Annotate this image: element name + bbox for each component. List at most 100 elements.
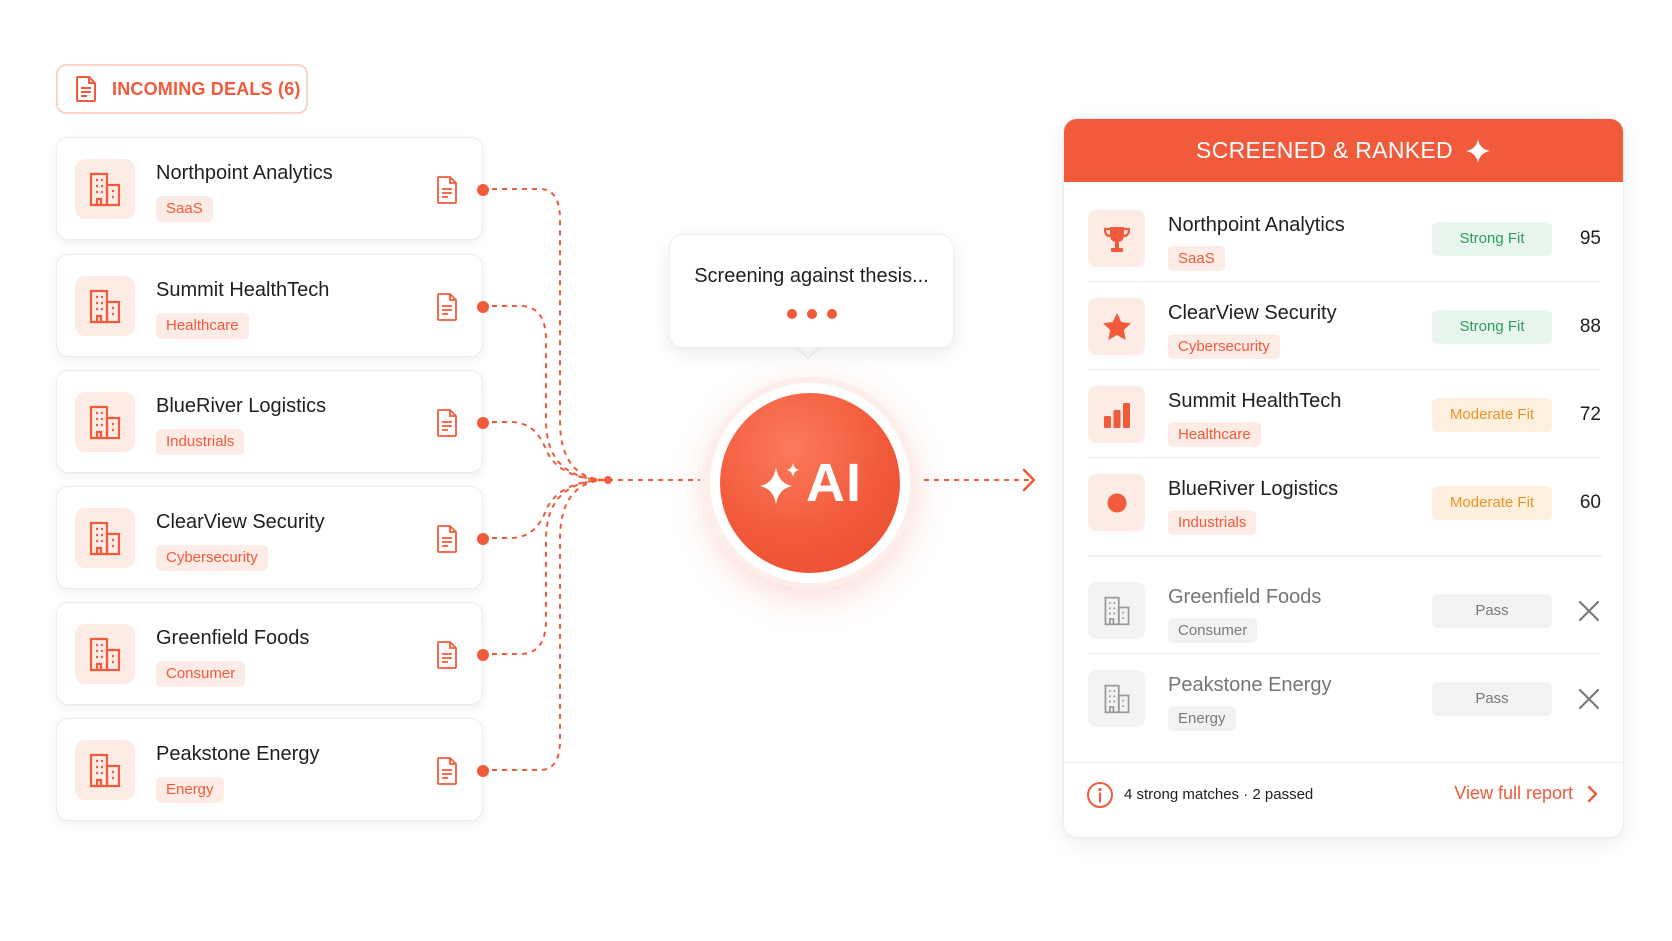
deal-name: Northpoint Analytics: [156, 162, 333, 184]
sector-tag: Cybersecurity: [156, 545, 268, 571]
company-name: BlueRiver Logistics: [1168, 478, 1339, 500]
connector-6: [482, 479, 609, 771]
view-full-report-link[interactable]: View full report: [1454, 783, 1599, 804]
company-name: Northpoint Analytics: [1168, 214, 1345, 236]
status-text: Screening against thesis...: [694, 265, 929, 287]
fit-score: 88: [1579, 316, 1601, 337]
building-icon: [1088, 670, 1145, 727]
document-icon: [437, 641, 457, 669]
arrow-head-icon: [1022, 468, 1036, 492]
sparkle-icon: [760, 463, 799, 505]
passed-row-greenfield[interactable]: Greenfield Foods Consumer Pass: [1088, 566, 1601, 654]
document-icon: [437, 525, 457, 553]
fit-score: 72: [1579, 404, 1601, 425]
deal-name: Summit HealthTech: [156, 279, 330, 301]
close-icon[interactable]: [1577, 599, 1601, 623]
deal-card-peakstone[interactable]: Peakstone Energy Energy: [56, 718, 489, 821]
ai-engine: AI: [720, 393, 900, 573]
building-icon: [75, 508, 135, 568]
deal-card-summit[interactable]: Summit HealthTech Healthcare: [56, 254, 489, 357]
sector-tag: SaaS: [156, 196, 213, 222]
connector-4: [482, 479, 609, 539]
sector-tag: SaaS: [1168, 246, 1225, 271]
connector-5: [482, 479, 609, 655]
panel-header: SCREENED & RANKED: [1064, 119, 1623, 182]
sector-tag: Energy: [156, 777, 224, 803]
loading-dots-icon: [670, 309, 953, 319]
company-name: ClearView Security: [1168, 302, 1337, 324]
ai-label: AI: [806, 453, 862, 513]
document-icon: [76, 76, 96, 102]
trophy-icon: [1088, 210, 1145, 267]
connector-3: [482, 421, 609, 481]
section-divider: [1088, 555, 1601, 557]
fit-score: 60: [1579, 492, 1601, 513]
sector-tag: Industrials: [156, 429, 245, 455]
incoming-deals-header: INCOMING DEALS (6): [56, 64, 308, 114]
connector-1: [482, 188, 609, 481]
sector-tag: Healthcare: [156, 313, 249, 339]
deal-name: ClearView Security: [156, 511, 325, 533]
chevron-right-icon: [1587, 785, 1598, 802]
fit-badge: Moderate Fit: [1432, 486, 1552, 520]
info-icon: [1087, 782, 1113, 808]
passed-row-peakstone[interactable]: Peakstone Energy Energy Pass: [1088, 654, 1601, 742]
screening-summary: 4 strong matches · 2 passed: [1124, 786, 1314, 803]
document-icon: [437, 176, 457, 204]
sector-tag: Energy: [1168, 706, 1236, 731]
sector-tag: Cybersecurity: [1168, 334, 1280, 359]
fit-badge: Moderate Fit: [1432, 398, 1552, 432]
deal-card-blueriver[interactable]: BlueRiver Logistics Industrials: [56, 370, 489, 473]
deal-name: Peakstone Energy: [156, 743, 320, 765]
company-name: Peakstone Energy: [1168, 674, 1332, 696]
ranked-row-clearview[interactable]: ClearView Security Cybersecurity Strong …: [1088, 282, 1601, 370]
fit-badge: Strong Fit: [1432, 310, 1552, 344]
deal-card-northpoint[interactable]: Northpoint Analytics SaaS: [56, 137, 489, 240]
pass-badge: Pass: [1432, 682, 1552, 716]
view-full-report-label: View full report: [1454, 783, 1573, 803]
incoming-deals-title: INCOMING DEALS (6): [112, 78, 301, 99]
document-icon: [437, 757, 457, 785]
sector-tag: Consumer: [156, 661, 246, 687]
close-icon[interactable]: [1577, 687, 1601, 711]
status-bubble: Screening against thesis...: [669, 234, 954, 348]
connector-dot: [477, 417, 489, 429]
building-icon: [75, 276, 135, 336]
screened-ranked-panel: SCREENED & RANKED Northpoint Analytics S…: [1063, 118, 1624, 838]
dot-icon: [1088, 474, 1145, 531]
ranked-row-summit[interactable]: Summit HealthTech Healthcare Moderate Fi…: [1088, 370, 1601, 458]
deal-name: BlueRiver Logistics: [156, 395, 327, 417]
company-name: Summit HealthTech: [1168, 390, 1342, 412]
building-icon: [1088, 582, 1145, 639]
bar-chart-icon: [1088, 386, 1145, 443]
building-icon: [75, 740, 135, 800]
connector-dot: [477, 184, 489, 196]
deal-name: Greenfield Foods: [156, 627, 310, 649]
deal-card-greenfield[interactable]: Greenfield Foods Consumer: [56, 602, 489, 705]
star-icon: [1088, 298, 1145, 355]
document-icon: [437, 293, 457, 321]
ranked-row-blueriver[interactable]: BlueRiver Logistics Industrials Moderate…: [1088, 458, 1601, 546]
sector-tag: Healthcare: [1168, 422, 1261, 447]
ranked-row-northpoint[interactable]: Northpoint Analytics SaaS Strong Fit 95: [1088, 194, 1601, 282]
document-icon: [437, 409, 457, 437]
connector-dot: [477, 533, 489, 545]
footer-divider: [1064, 762, 1623, 763]
company-name: Greenfield Foods: [1168, 586, 1322, 608]
connector-dot: [477, 649, 489, 661]
junction-dot: [604, 476, 612, 484]
fit-score: 95: [1579, 228, 1601, 249]
building-icon: [75, 159, 135, 219]
sector-tag: Industrials: [1168, 510, 1257, 535]
deal-card-clearview[interactable]: ClearView Security Cybersecurity: [56, 486, 489, 589]
connector-2: [482, 305, 609, 481]
fit-badge: Strong Fit: [1432, 222, 1552, 256]
pass-badge: Pass: [1432, 594, 1552, 628]
building-icon: [75, 624, 135, 684]
sector-tag: Consumer: [1168, 618, 1258, 643]
connector-dot: [477, 301, 489, 313]
connector-dot: [477, 765, 489, 777]
building-icon: [75, 392, 135, 452]
sparkle-icon: [1465, 138, 1490, 163]
